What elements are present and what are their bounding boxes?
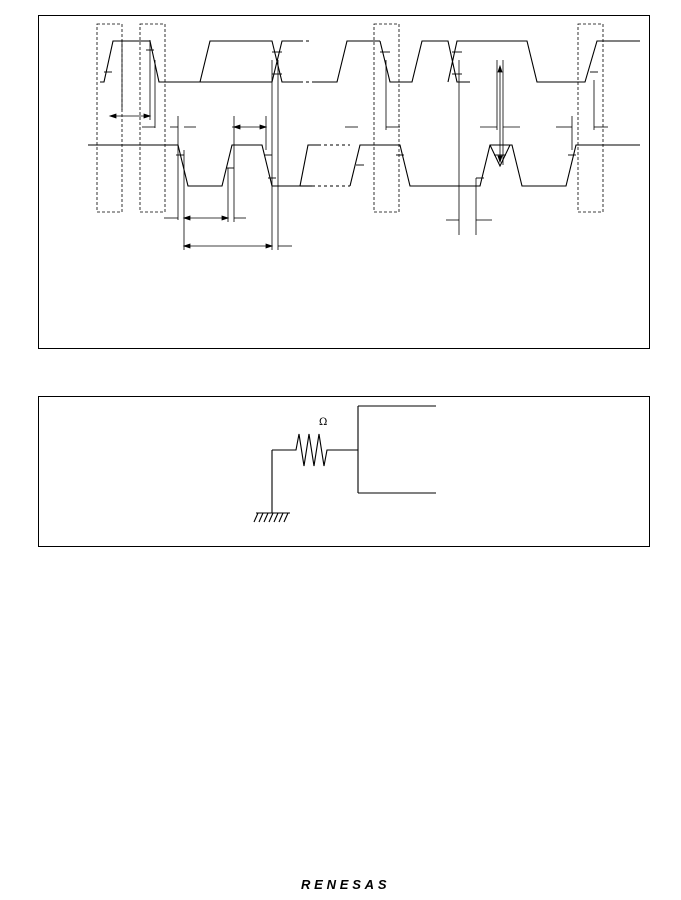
- timing-diagram-frame: [38, 15, 650, 349]
- resistor-unit-label: Ω: [319, 417, 328, 428]
- renesas-logo-text: RENESAS: [301, 877, 387, 892]
- resistor-symbol: [292, 433, 358, 467]
- renesas-logo: RENESAS: [301, 877, 387, 892]
- dashed-window-2: [139, 23, 166, 213]
- waveform-data-upper: [199, 40, 640, 83]
- waveform-clock: [100, 40, 200, 83]
- waveform-lower: [88, 144, 640, 187]
- dimension-arrows: [108, 64, 608, 249]
- dashed-window-4: [577, 23, 604, 213]
- dashed-windows: [96, 23, 604, 213]
- ground-icon: [253, 512, 290, 523]
- reference-lines: [121, 40, 595, 250]
- test-circuit-frame: [38, 396, 650, 547]
- dashed-window-1: [96, 23, 123, 213]
- test-circuit: [253, 405, 436, 523]
- dashed-window-3: [373, 23, 400, 213]
